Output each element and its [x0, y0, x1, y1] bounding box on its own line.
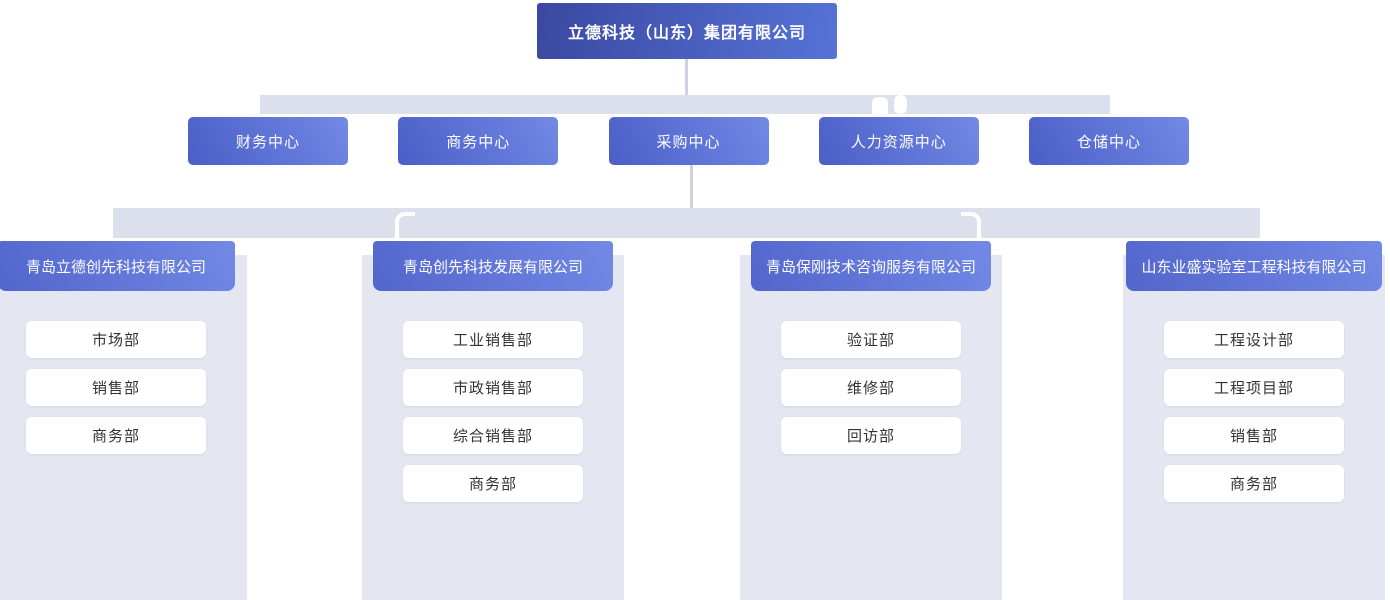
center-label: 采购中心 — [656, 133, 721, 151]
department-node[interactable]: 工程项目部 — [1164, 369, 1344, 406]
centers-row: 财务中心 商务中心 采购中心 人力资源中心 仓储中心 — [188, 117, 1189, 165]
centers-connector-band — [260, 95, 1110, 114]
subsidiary-label: 青岛保刚技术咨询服务有限公司 — [765, 258, 976, 276]
department-list: 验证部维修部回访部 — [740, 291, 1002, 454]
department-node[interactable]: 商务部 — [403, 465, 583, 502]
subsidiary-node[interactable]: 青岛创先科技发展有限公司 — [373, 241, 613, 291]
band-notch — [894, 95, 907, 114]
department-node[interactable]: 工程设计部 — [1164, 321, 1344, 358]
department-node[interactable]: 维修部 — [781, 369, 961, 406]
center-label: 仓储中心 — [1076, 133, 1141, 151]
department-node[interactable]: 市场部 — [26, 321, 206, 358]
department-node[interactable]: 销售部 — [26, 369, 206, 406]
department-node[interactable]: 验证部 — [781, 321, 961, 358]
center-node-hr[interactable]: 人力资源中心 — [818, 117, 979, 165]
center-label: 商务中心 — [446, 133, 511, 151]
department-node[interactable]: 工业销售部 — [403, 321, 583, 358]
department-list: 工程设计部工程项目部销售部商务部 — [1123, 291, 1385, 502]
center-label: 人力资源中心 — [850, 133, 947, 151]
subsidiary-column-1: 青岛立德创先科技有限公司 市场部销售部商务部 — [0, 241, 247, 600]
connector-centers-to-subsidiaries — [690, 165, 693, 209]
center-node-business[interactable]: 商务中心 — [398, 117, 559, 165]
department-node[interactable]: 综合销售部 — [403, 417, 583, 454]
department-node[interactable]: 商务部 — [1164, 465, 1344, 502]
root-company-node[interactable]: 立德科技（山东）集团有限公司 — [537, 3, 837, 59]
subsidiary-node[interactable]: 青岛立德创先科技有限公司 — [0, 241, 235, 291]
department-node[interactable]: 市政销售部 — [403, 369, 583, 406]
connector-root-to-centers — [685, 59, 688, 96]
department-node[interactable]: 销售部 — [1164, 417, 1344, 454]
department-node[interactable]: 商务部 — [26, 417, 206, 454]
department-list: 工业销售部市政销售部综合销售部商务部 — [362, 291, 624, 502]
subsidiary-node[interactable]: 山东业盛实验室工程科技有限公司 — [1126, 241, 1382, 291]
subsidiary-label: 青岛立德创先科技有限公司 — [25, 258, 206, 276]
center-node-warehouse[interactable]: 仓储中心 — [1029, 117, 1189, 165]
band-bracket-corner — [395, 212, 415, 242]
subsidiary-label: 青岛创先科技发展有限公司 — [402, 258, 583, 276]
band-notch — [872, 97, 888, 114]
subsidiary-column-4: 山东业盛实验室工程科技有限公司 工程设计部工程项目部销售部商务部 — [1123, 241, 1385, 600]
subsidiary-node[interactable]: 青岛保刚技术咨询服务有限公司 — [751, 241, 991, 291]
center-node-procurement[interactable]: 采购中心 — [608, 117, 769, 165]
center-node-finance[interactable]: 财务中心 — [188, 117, 348, 165]
subsidiary-column-3: 青岛保刚技术咨询服务有限公司 验证部维修部回访部 — [740, 241, 1002, 600]
center-label: 财务中心 — [235, 133, 300, 151]
band-bracket-corner — [961, 212, 981, 242]
department-node[interactable]: 回访部 — [781, 417, 961, 454]
subsidiaries-connector-band — [113, 208, 1260, 238]
root-company-label: 立德科技（山东）集团有限公司 — [567, 25, 806, 42]
department-list: 市场部销售部商务部 — [0, 291, 247, 454]
subsidiary-column-2: 青岛创先科技发展有限公司 工业销售部市政销售部综合销售部商务部 — [362, 241, 624, 600]
subsidiary-label: 山东业盛实验室工程科技有限公司 — [1141, 258, 1367, 276]
